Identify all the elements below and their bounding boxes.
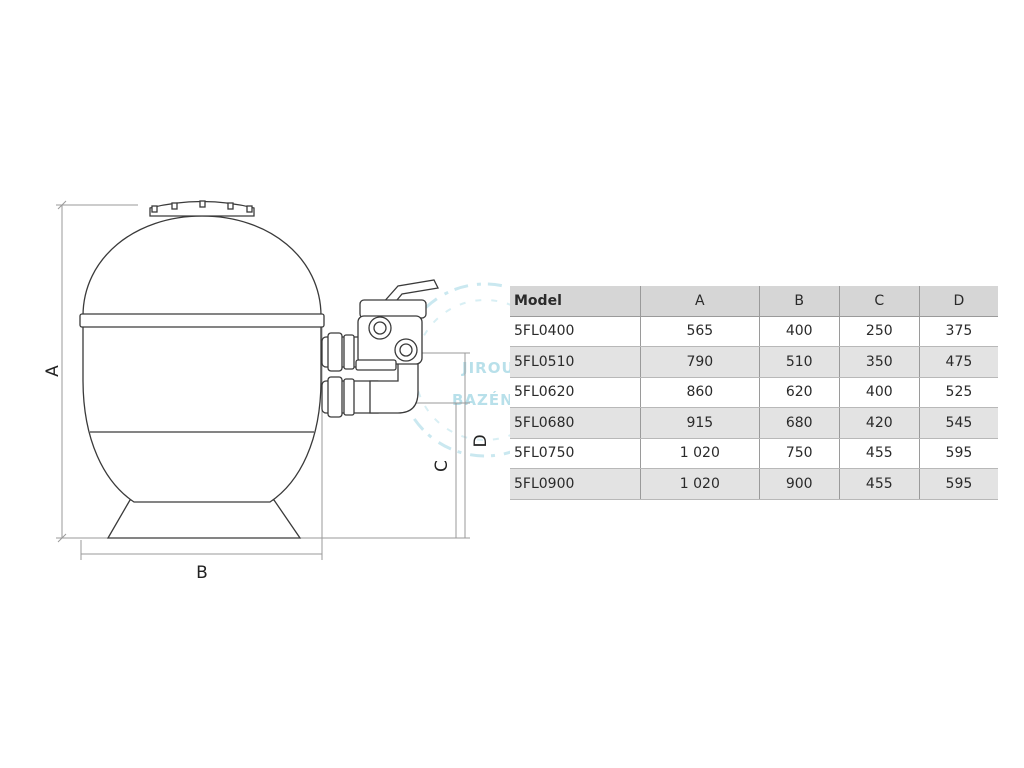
cell-model: 5FL0510 (510, 346, 641, 378)
cell-b: 900 (758, 468, 840, 500)
cell-c: 455 (838, 438, 920, 469)
table-row: 5FL0510 790 510 350 475 (510, 346, 998, 378)
table-header-row: Model A B C D (510, 286, 998, 317)
header-a: A (640, 286, 760, 317)
cell-a: 790 (640, 346, 760, 378)
cell-b: 620 (758, 377, 840, 408)
table-row: 5FL0680 915 680 420 545 (510, 407, 998, 439)
table-row: 5FL0900 1 020 900 455 595 (510, 468, 998, 500)
cell-b: 400 (758, 316, 840, 347)
dimension-label-b: B (196, 563, 208, 583)
header-model: Model (510, 286, 641, 317)
tank-belt (79, 313, 325, 328)
dimension-label-a: A (43, 365, 63, 377)
table-row: 5FL0620 860 620 400 525 (510, 377, 998, 408)
valve-head (359, 299, 427, 319)
cell-d: 475 (918, 346, 998, 378)
cell-c: 400 (838, 377, 920, 408)
header-d: D (918, 286, 998, 317)
cell-model: 5FL0680 (510, 407, 641, 439)
cell-d: 375 (918, 316, 998, 347)
watermark-text-line1: JIROUT (461, 359, 526, 377)
table-row: 5FL0750 1 020 750 455 595 (510, 438, 998, 469)
cell-a: 1 020 (640, 468, 760, 500)
cell-d: 595 (918, 468, 998, 500)
dimension-label-d: D (471, 434, 491, 447)
cell-d: 525 (918, 377, 998, 408)
header-b: B (758, 286, 840, 317)
table-row: 5FL0400 565 400 250 375 (510, 316, 998, 347)
tank-upper-dome (82, 215, 322, 317)
cell-d: 595 (918, 438, 998, 469)
dimension-c-d (300, 352, 470, 539)
cell-a: 915 (640, 407, 760, 439)
cell-c: 420 (838, 407, 920, 439)
cell-c: 455 (838, 468, 920, 500)
tank-lower-body (82, 325, 322, 503)
cell-c: 350 (838, 346, 920, 378)
tank-base (106, 499, 302, 539)
dimensions-table: Model A B C D 5FL0400 565 400 250 375 5F… (510, 286, 998, 500)
watermark-text-line2: BAZÉNY (452, 390, 526, 409)
header-c: C (838, 286, 920, 317)
cell-c: 250 (838, 316, 920, 347)
cell-d: 545 (918, 407, 998, 439)
cell-b: 750 (758, 438, 840, 469)
cell-model: 5FL0750 (510, 438, 641, 469)
cell-model: 5FL0620 (510, 377, 641, 408)
multiport-valve (355, 279, 439, 371)
cell-model: 5FL0400 (510, 316, 641, 347)
cell-b: 680 (758, 407, 840, 439)
filter-tank (79, 200, 325, 539)
cell-b: 510 (758, 346, 840, 378)
dimension-label-c: C (432, 460, 452, 472)
cell-a: 1 020 (640, 438, 760, 469)
cell-a: 565 (640, 316, 760, 347)
dimension-a (56, 200, 138, 543)
cell-a: 860 (640, 377, 760, 408)
cell-model: 5FL0900 (510, 468, 641, 500)
